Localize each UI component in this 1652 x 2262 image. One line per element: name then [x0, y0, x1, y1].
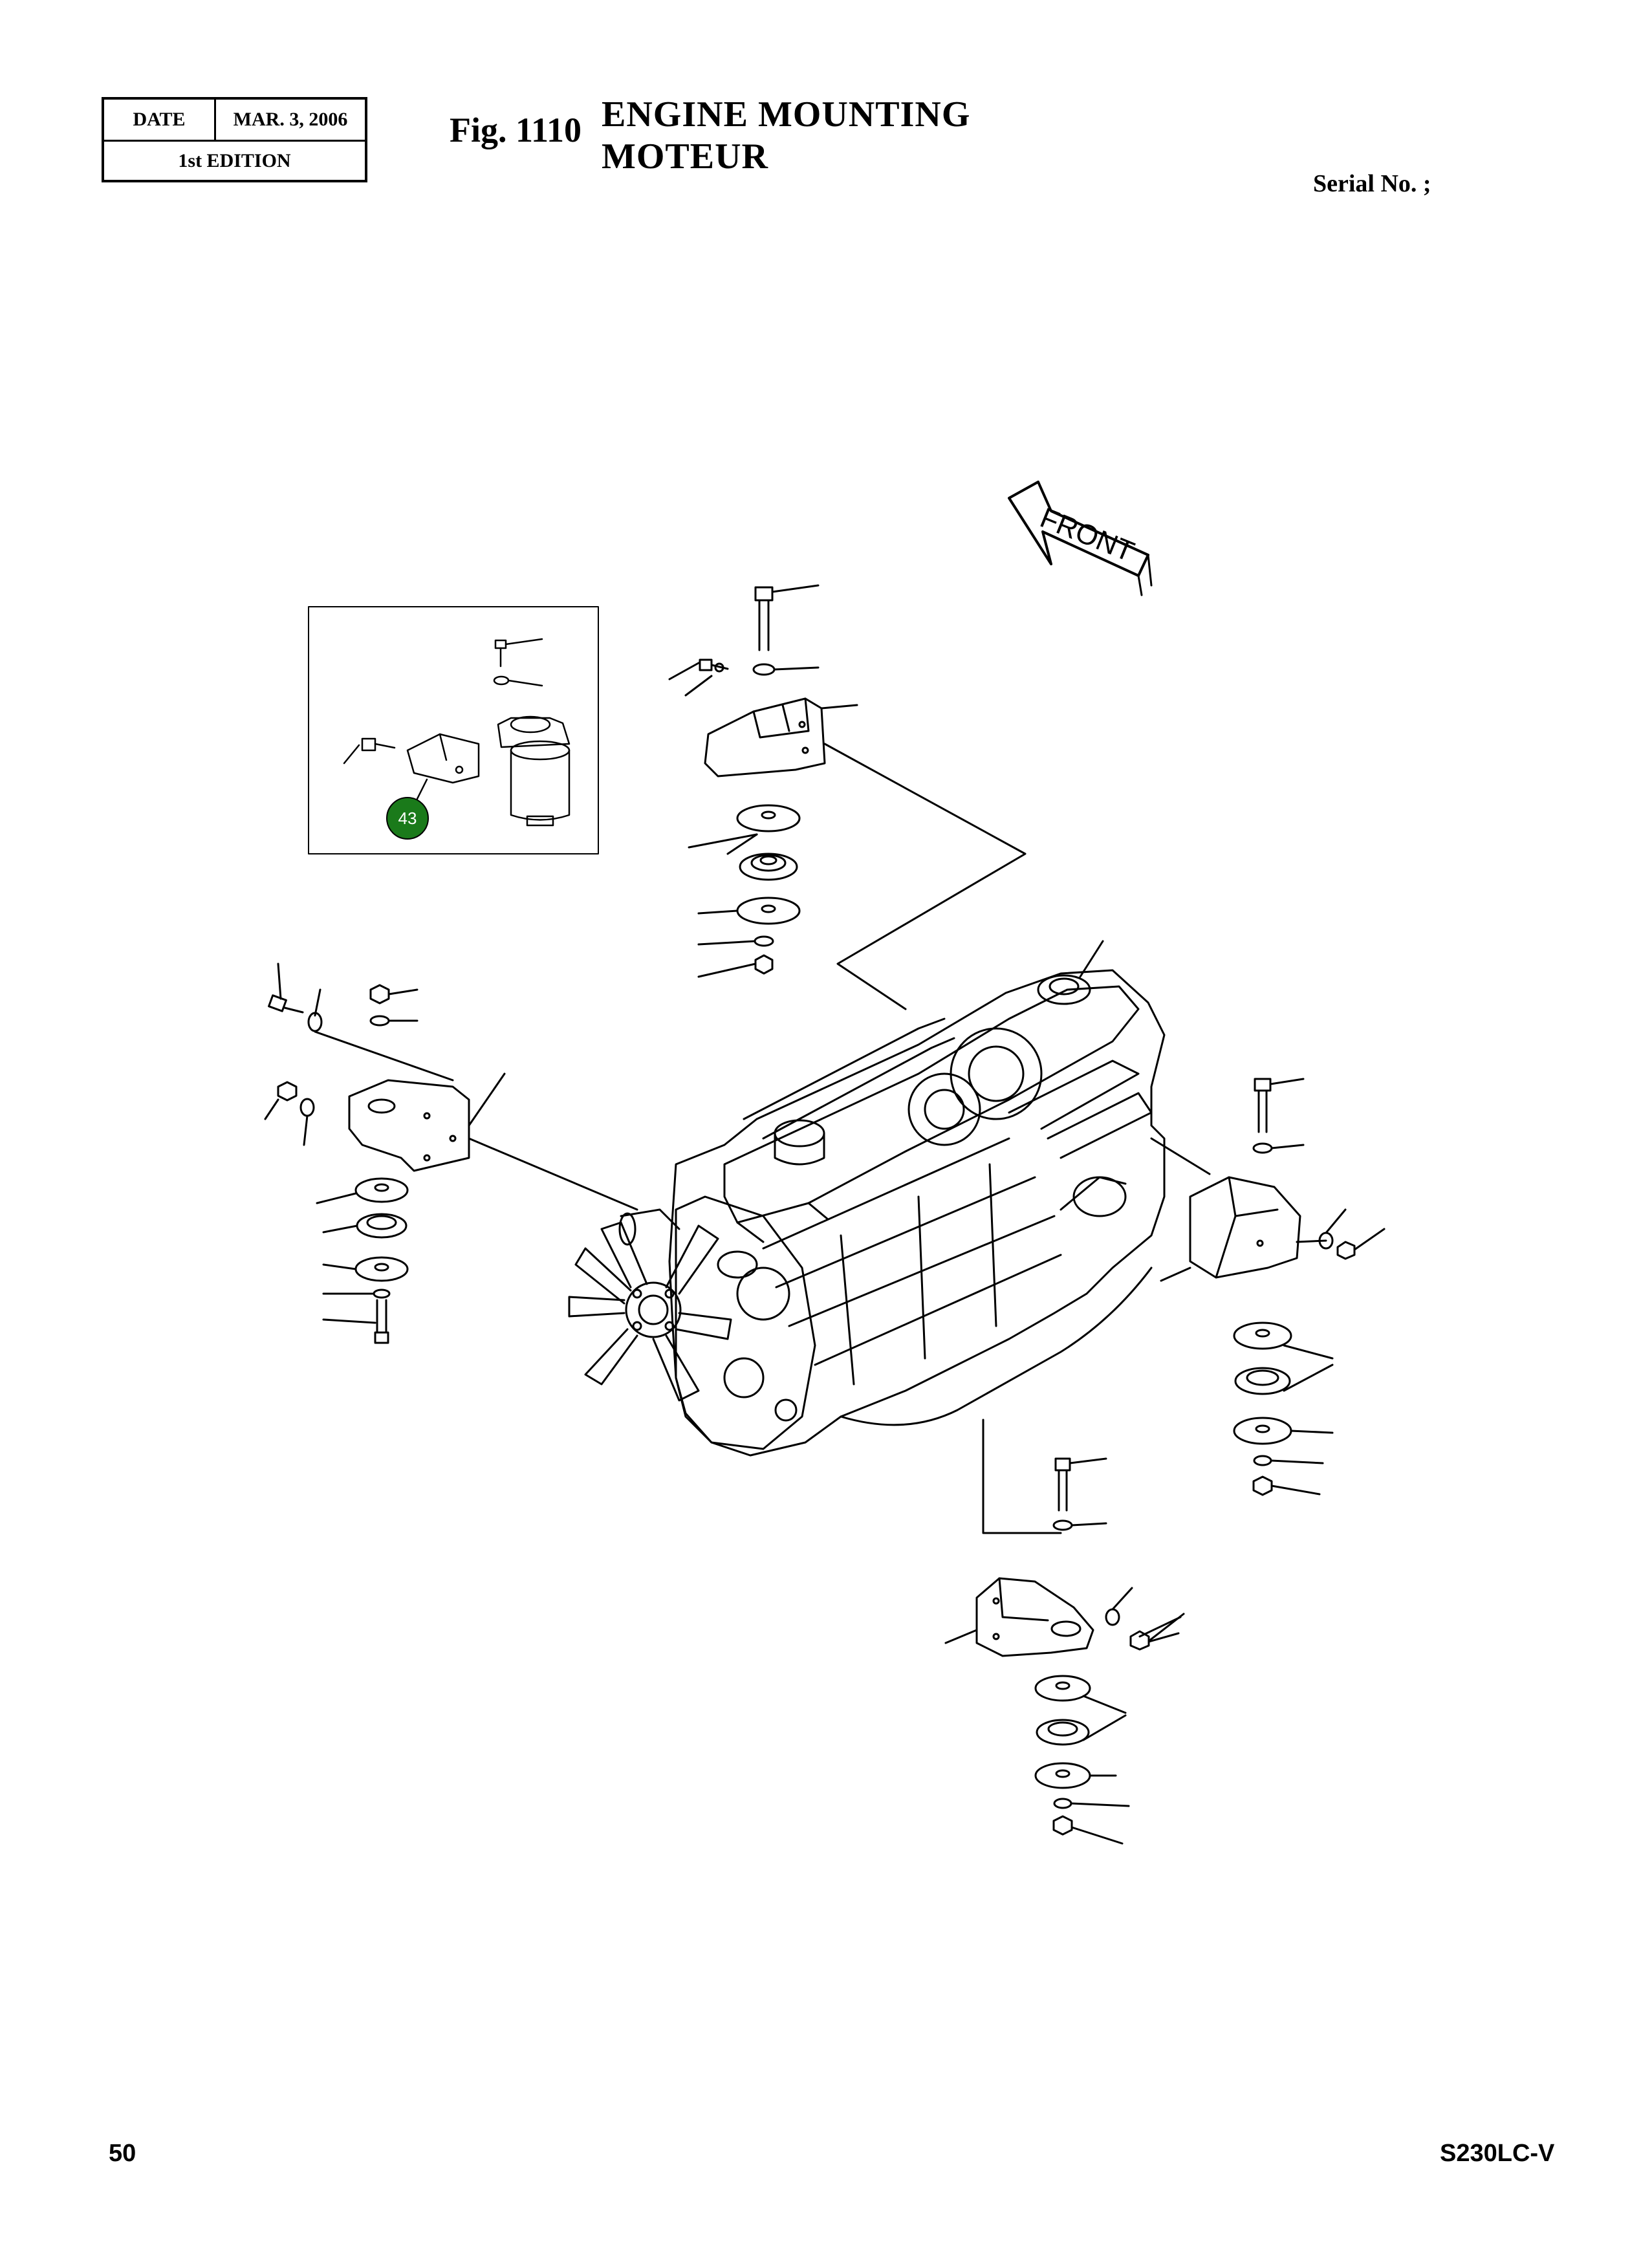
mount-right [1150, 1078, 1386, 1496]
page-number: 50 [109, 2140, 136, 2167]
mount-top [668, 584, 1027, 1010]
model-name: S230LC-V [1440, 2140, 1555, 2167]
title-french: MOTEUR [602, 136, 768, 177]
cooling-fan [568, 1221, 732, 1402]
edition-label: 1st EDITION [178, 150, 291, 171]
callout-43[interactable]: 43 [386, 797, 429, 840]
title-english: ENGINE MOUNTING [602, 94, 971, 135]
mount-bottom [944, 1419, 1185, 1845]
front-label: FRONT [1036, 502, 1138, 568]
inset-filter-assembly [343, 638, 571, 827]
callout-43-label: 43 [398, 809, 417, 828]
mount-left [264, 962, 638, 1344]
figure-number: Fig. 1110 [450, 111, 582, 149]
serial-number-label: Serial No. ; [1313, 170, 1431, 197]
date-label: DATE [104, 100, 216, 140]
date-row: DATE MAR. 3, 2006 [104, 100, 365, 142]
date-box: DATE MAR. 3, 2006 1st EDITION [102, 97, 367, 182]
front-arrow: FRONT [1008, 481, 1153, 596]
inset-frame [308, 606, 599, 854]
engine-block [618, 940, 1166, 1457]
date-value: MAR. 3, 2006 [233, 109, 348, 130]
